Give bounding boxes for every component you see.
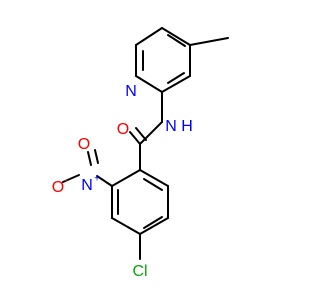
amide-nitrogen-bond [139, 121, 163, 145]
pyridine-inner-bond [167, 34, 186, 47]
pyridine-bond [161, 27, 191, 46]
pyridine-inner-bond [167, 72, 185, 84]
amide-hydrogen-label: H [181, 118, 193, 135]
pyridine-bond [135, 75, 163, 93]
benzene-bond [139, 217, 169, 235]
benzene-bond [139, 169, 169, 187]
chlorine-label: Cl [132, 263, 147, 280]
molecule-structure-svg: N N H O N + O O - Cl [52, 27, 229, 280]
amide-nitrogen-label: N [165, 118, 177, 135]
substituent-bonds [129, 37, 229, 171]
nitro-oxygen-bond-b [94, 149, 99, 164]
nitro-bond [96, 175, 113, 187]
molecule-canvas: N N H O N + O O - Cl [51, 27, 229, 281]
nitro-oxygen-bond-a [87, 151, 92, 166]
pyridine-bond [135, 27, 163, 46]
carbonyl-bond-a [129, 131, 141, 145]
nitro-plus-charge: + [94, 174, 100, 185]
pyridine-ring [135, 27, 191, 93]
benzene-ring [111, 169, 169, 235]
pyridine-nitrogen-label: N [125, 83, 137, 100]
nitro-oxygen-double-label: O [78, 136, 90, 153]
nitro-oxygen-minus-label: O [52, 179, 64, 196]
nitro-oxygen-single-bond [62, 174, 80, 183]
nitro-minus-charge: - [64, 176, 67, 187]
benzene-bond [111, 217, 141, 235]
carbonyl-oxygen-label: O [117, 121, 129, 138]
benzene-bond [111, 169, 141, 187]
benzene-inner-bond [143, 178, 163, 191]
benzene-substituent-bonds [62, 149, 141, 260]
benzene-inner-bond [143, 216, 163, 229]
methyl-bond [189, 37, 229, 46]
nitro-nitrogen-label: N [81, 177, 93, 194]
pyridine-bond [161, 75, 191, 93]
carbonyl-bond-b [135, 127, 147, 141]
